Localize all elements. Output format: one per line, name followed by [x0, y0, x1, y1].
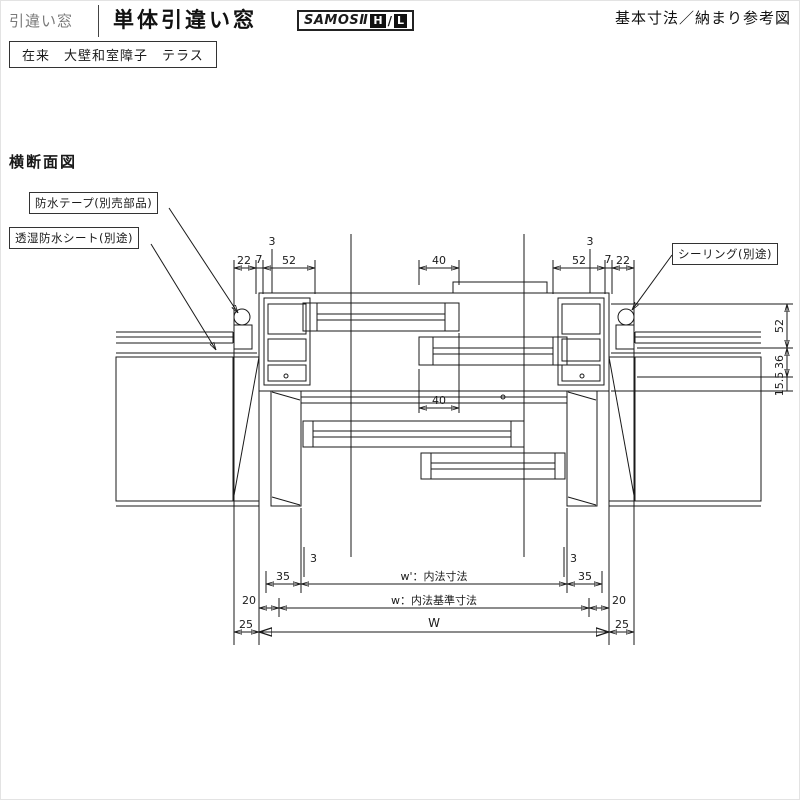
right-wall-section	[608, 308, 762, 507]
centerlines	[271, 234, 591, 557]
window-frame	[258, 281, 610, 392]
dim-bottom-gap-right-3: 3	[570, 552, 577, 565]
series-name: SAMOSⅡ	[304, 13, 369, 28]
dim-side-52: 52	[773, 319, 786, 333]
dim-top-right-22: 22	[616, 254, 630, 267]
dim-top-right-7: 7	[605, 253, 612, 266]
dim-side-15-5: 15.5	[773, 372, 786, 397]
grade-h-badge: H	[370, 13, 386, 28]
exterior-sash	[418, 336, 568, 366]
dim-top-left-gap-3: 3	[269, 235, 276, 248]
grade-separator: /	[387, 13, 392, 28]
dim-top-right-52: 52	[572, 254, 586, 267]
reference-note: 基本寸法／納まり参考図	[614, 9, 791, 27]
dim-25-left: 25	[239, 618, 253, 631]
meeting-stile-dimension: 40	[418, 333, 460, 413]
dim-bottom-gap-left-3: 3	[310, 552, 317, 565]
grade-l-badge: L	[393, 13, 407, 28]
left-wall-section	[115, 308, 260, 507]
window-category-label: 引違い窓	[9, 12, 74, 30]
right-sealant-backer	[617, 308, 635, 326]
right-side-dimensions: 52 36 15.5	[611, 303, 793, 397]
interior-casing-and-shoji	[270, 390, 598, 507]
insect-screen	[452, 281, 548, 294]
dim-side-36: 36	[773, 355, 786, 369]
waterproof-tape	[233, 324, 253, 350]
callout-breathable-sheet: 透湿防水シート(別途)	[9, 227, 139, 249]
dim-base-width-label: w：内法基準寸法	[391, 593, 477, 607]
bottom-dimensions: 3 3 35 w'：内法寸法 35 20 w：内法基準寸法 20 25 W 25	[233, 349, 635, 645]
construction-type-tags: 在来 大壁和室障子 テラス	[9, 41, 217, 68]
dim-20-right: 20	[612, 594, 626, 607]
dim-35-left: 35	[276, 570, 290, 583]
callout-sealing: シーリング(別途)	[672, 243, 778, 265]
dim-inner-width-label: w'：内法寸法	[400, 569, 467, 583]
callout-leaders	[150, 207, 673, 350]
right-waterproof-tape	[615, 324, 635, 350]
dim-top-center-40: 40	[432, 254, 446, 267]
dim-25-right: 25	[615, 618, 629, 631]
dim-overall-width-label: W	[428, 616, 440, 630]
dim-top-left-52: 52	[282, 254, 296, 267]
interior-sash	[302, 302, 460, 332]
product-series-badge: SAMOSⅡ H / L	[297, 10, 414, 31]
dim-35-right: 35	[578, 570, 592, 583]
top-dimensions: 22 7 52 3 40 52 7 22 3	[233, 235, 635, 332]
header-divider	[98, 5, 99, 37]
section-title: 横断面図	[9, 153, 78, 171]
dim-20-left: 20	[242, 594, 256, 607]
dim-meeting-40: 40	[432, 394, 446, 407]
callout-waterproof-tape: 防水テープ(別売部品)	[29, 192, 159, 214]
dim-top-left-22: 22	[237, 254, 251, 267]
dim-top-left-7: 7	[256, 253, 263, 266]
dim-top-right-gap-3: 3	[587, 235, 594, 248]
page-title: 単体引違い窓	[113, 8, 257, 32]
